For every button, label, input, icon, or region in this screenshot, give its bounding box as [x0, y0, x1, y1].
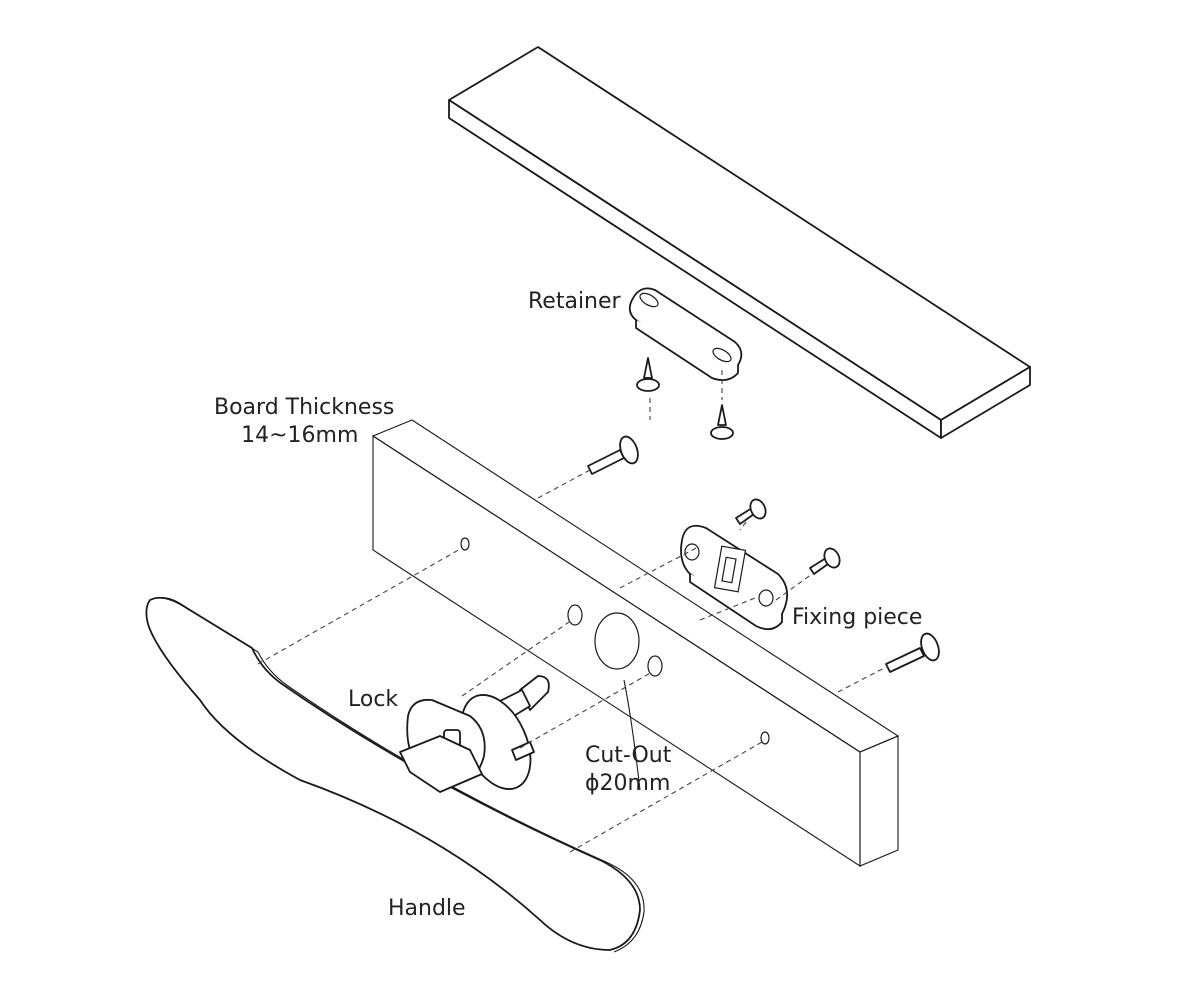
retainer-screw-left	[636, 357, 660, 392]
board-thickness-label-line2: 14~16mm	[241, 422, 359, 448]
retainer-label: Retainer	[528, 288, 621, 316]
assembly-guide-lines	[257, 370, 889, 853]
fixing-piece-label-text: Fixing piece	[792, 605, 923, 630]
retainer-screw-right	[710, 404, 734, 440]
lock-label-text: Lock	[348, 687, 399, 712]
handle-label: Handle	[388, 895, 466, 923]
cutout-label: Cut-Out ϕ20mm	[585, 742, 671, 797]
fixing-screw-top	[735, 498, 767, 525]
cutout-label-line1: Cut-Out	[585, 743, 672, 768]
board-thickness-label-line1: Board Thickness	[214, 395, 395, 420]
long-screw-top	[587, 435, 639, 475]
retainer-part	[628, 287, 743, 382]
retainer-label-text: Retainer	[528, 289, 621, 314]
cutout-label-line2: ϕ20mm	[585, 770, 671, 796]
fixing-screw-bottom	[809, 547, 841, 575]
board-thickness-label: Board Thickness 14~16mm	[214, 394, 394, 449]
handle-label-text: Handle	[388, 896, 466, 921]
fixing-piece-label: Fixing piece	[792, 604, 922, 632]
lock-label: Lock	[348, 686, 398, 714]
fixing-piece-part	[680, 524, 788, 631]
lock-part	[399, 675, 550, 793]
long-screw-right	[885, 632, 940, 673]
main-board	[371, 419, 900, 868]
top-board	[448, 46, 1031, 439]
